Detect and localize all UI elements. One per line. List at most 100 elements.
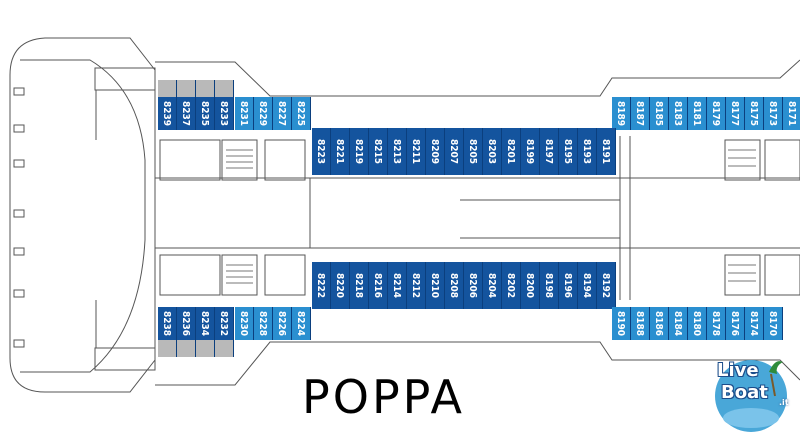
stairwell <box>724 254 761 296</box>
stairwell <box>159 139 221 181</box>
cabin-number: 8200 <box>524 272 536 299</box>
cabin-8238[interactable]: 8238 <box>158 307 177 340</box>
cabin-8230[interactable]: 8230 <box>235 307 254 340</box>
cabin-8201[interactable]: 8201 <box>502 128 521 175</box>
cabin-8206[interactable]: 8206 <box>464 262 483 309</box>
cabin-8198[interactable]: 8198 <box>540 262 559 309</box>
cabin-8199[interactable]: 8199 <box>521 128 540 175</box>
cabin-8209[interactable]: 8209 <box>426 128 445 175</box>
cabin-8186[interactable]: 8186 <box>650 307 669 340</box>
cabin-8185[interactable]: 8185 <box>650 97 669 130</box>
cabin-8190[interactable]: 8190 <box>612 307 631 340</box>
cabin-balcony <box>177 80 196 97</box>
cabin-8188[interactable]: 8188 <box>631 307 650 340</box>
cabin-8235[interactable]: 8235 <box>196 97 215 130</box>
cabin-8221[interactable]: 8221 <box>331 128 350 175</box>
cabin-8231[interactable]: 8231 <box>235 97 254 130</box>
stairwell <box>724 139 761 181</box>
cabin-number: 8198 <box>543 272 555 299</box>
cabin-number: 8201 <box>505 138 517 165</box>
cabin-number: 8171 <box>786 100 798 127</box>
cabin-number: 8191 <box>600 138 612 165</box>
cabin-8211[interactable]: 8211 <box>407 128 426 175</box>
cabin-8171[interactable]: 8171 <box>783 97 800 130</box>
cabin-8194[interactable]: 8194 <box>578 262 597 309</box>
logo-tld-text: .it <box>779 398 789 407</box>
cabin-8173[interactable]: 8173 <box>764 97 783 130</box>
cabin-8214[interactable]: 8214 <box>388 262 407 309</box>
cabin-8196[interactable]: 8196 <box>559 262 578 309</box>
cabin-8208[interactable]: 8208 <box>445 262 464 309</box>
cabin-8219[interactable]: 8219 <box>350 128 369 175</box>
cabin-8212[interactable]: 8212 <box>407 262 426 309</box>
cabin-number: 8184 <box>672 310 684 337</box>
cabin-8203[interactable]: 8203 <box>483 128 502 175</box>
cabin-8178[interactable]: 8178 <box>707 307 726 340</box>
stairwell <box>159 254 221 296</box>
cabin-8225[interactable]: 8225 <box>292 97 311 130</box>
cabin-8239[interactable]: 8239 <box>158 97 177 130</box>
cabin-8216[interactable]: 8216 <box>369 262 388 309</box>
cabin-8189[interactable]: 8189 <box>612 97 631 130</box>
cabin-8187[interactable]: 8187 <box>631 97 650 130</box>
cabin-8236[interactable]: 8236 <box>177 307 196 340</box>
cabin-8193[interactable]: 8193 <box>578 128 597 175</box>
cabin-8180[interactable]: 8180 <box>688 307 707 340</box>
cabin-number: 8220 <box>334 272 346 299</box>
cabin-number: 8195 <box>562 138 574 165</box>
cabin-8228[interactable]: 8228 <box>254 307 273 340</box>
logo-boat-text: Boat <box>721 382 768 403</box>
cabin-8181[interactable]: 8181 <box>688 97 707 130</box>
cabin-8200[interactable]: 8200 <box>521 262 540 309</box>
cabin-number: 8209 <box>429 138 441 165</box>
cabin-8176[interactable]: 8176 <box>726 307 745 340</box>
cabin-8233[interactable]: 8233 <box>215 97 234 130</box>
cabin-8224[interactable]: 8224 <box>292 307 311 340</box>
cabin-8207[interactable]: 8207 <box>445 128 464 175</box>
cabin-8215[interactable]: 8215 <box>369 128 388 175</box>
cabin-8170[interactable]: 8170 <box>764 307 783 340</box>
cabin-number: 8225 <box>295 100 307 127</box>
cabin-8229[interactable]: 8229 <box>254 97 273 130</box>
cabin-8183[interactable]: 8183 <box>669 97 688 130</box>
logo-live-text: Live <box>717 360 759 381</box>
cabin-8232[interactable]: 8232 <box>215 307 234 340</box>
cabin-8179[interactable]: 8179 <box>707 97 726 130</box>
porthole <box>13 289 25 298</box>
cabin-8226[interactable]: 8226 <box>273 307 292 340</box>
cabin-8202[interactable]: 8202 <box>502 262 521 309</box>
cabin-8205[interactable]: 8205 <box>464 128 483 175</box>
cabin-8204[interactable]: 8204 <box>483 262 502 309</box>
porthole <box>13 87 25 96</box>
cabin-8222[interactable]: 8222 <box>312 262 331 309</box>
cabin-8192[interactable]: 8192 <box>597 262 616 309</box>
cabin-number: 8228 <box>257 310 269 337</box>
cabin-number: 8187 <box>634 100 646 127</box>
cabin-8210[interactable]: 8210 <box>426 262 445 309</box>
cabin-number: 8206 <box>467 272 479 299</box>
cabin-8227[interactable]: 8227 <box>273 97 292 130</box>
cabin-8223[interactable]: 8223 <box>312 128 331 175</box>
cabin-8220[interactable]: 8220 <box>331 262 350 309</box>
cabin-8195[interactable]: 8195 <box>559 128 578 175</box>
cabin-number: 8193 <box>581 138 593 165</box>
cabin-number: 8222 <box>315 272 327 299</box>
cabin-8174[interactable]: 8174 <box>745 307 764 340</box>
cabin-8197[interactable]: 8197 <box>540 128 559 175</box>
cabin-number: 8213 <box>391 138 403 165</box>
cabin-8175[interactable]: 8175 <box>745 97 764 130</box>
cabin-8213[interactable]: 8213 <box>388 128 407 175</box>
cabin-8191[interactable]: 8191 <box>597 128 616 175</box>
liveboat-logo: Live Boat .it <box>705 352 797 434</box>
cabin-number: 8227 <box>276 100 288 127</box>
cabin-number: 8194 <box>581 272 593 299</box>
cabin-8184[interactable]: 8184 <box>669 307 688 340</box>
cabin-8177[interactable]: 8177 <box>726 97 745 130</box>
cabin-number: 8215 <box>372 138 384 165</box>
cabin-8218[interactable]: 8218 <box>350 262 369 309</box>
cabin-number: 8203 <box>486 138 498 165</box>
cabin-8234[interactable]: 8234 <box>196 307 215 340</box>
cabin-8237[interactable]: 8237 <box>177 97 196 130</box>
cabin-number: 8237 <box>180 100 192 127</box>
elevator-block <box>764 254 800 296</box>
